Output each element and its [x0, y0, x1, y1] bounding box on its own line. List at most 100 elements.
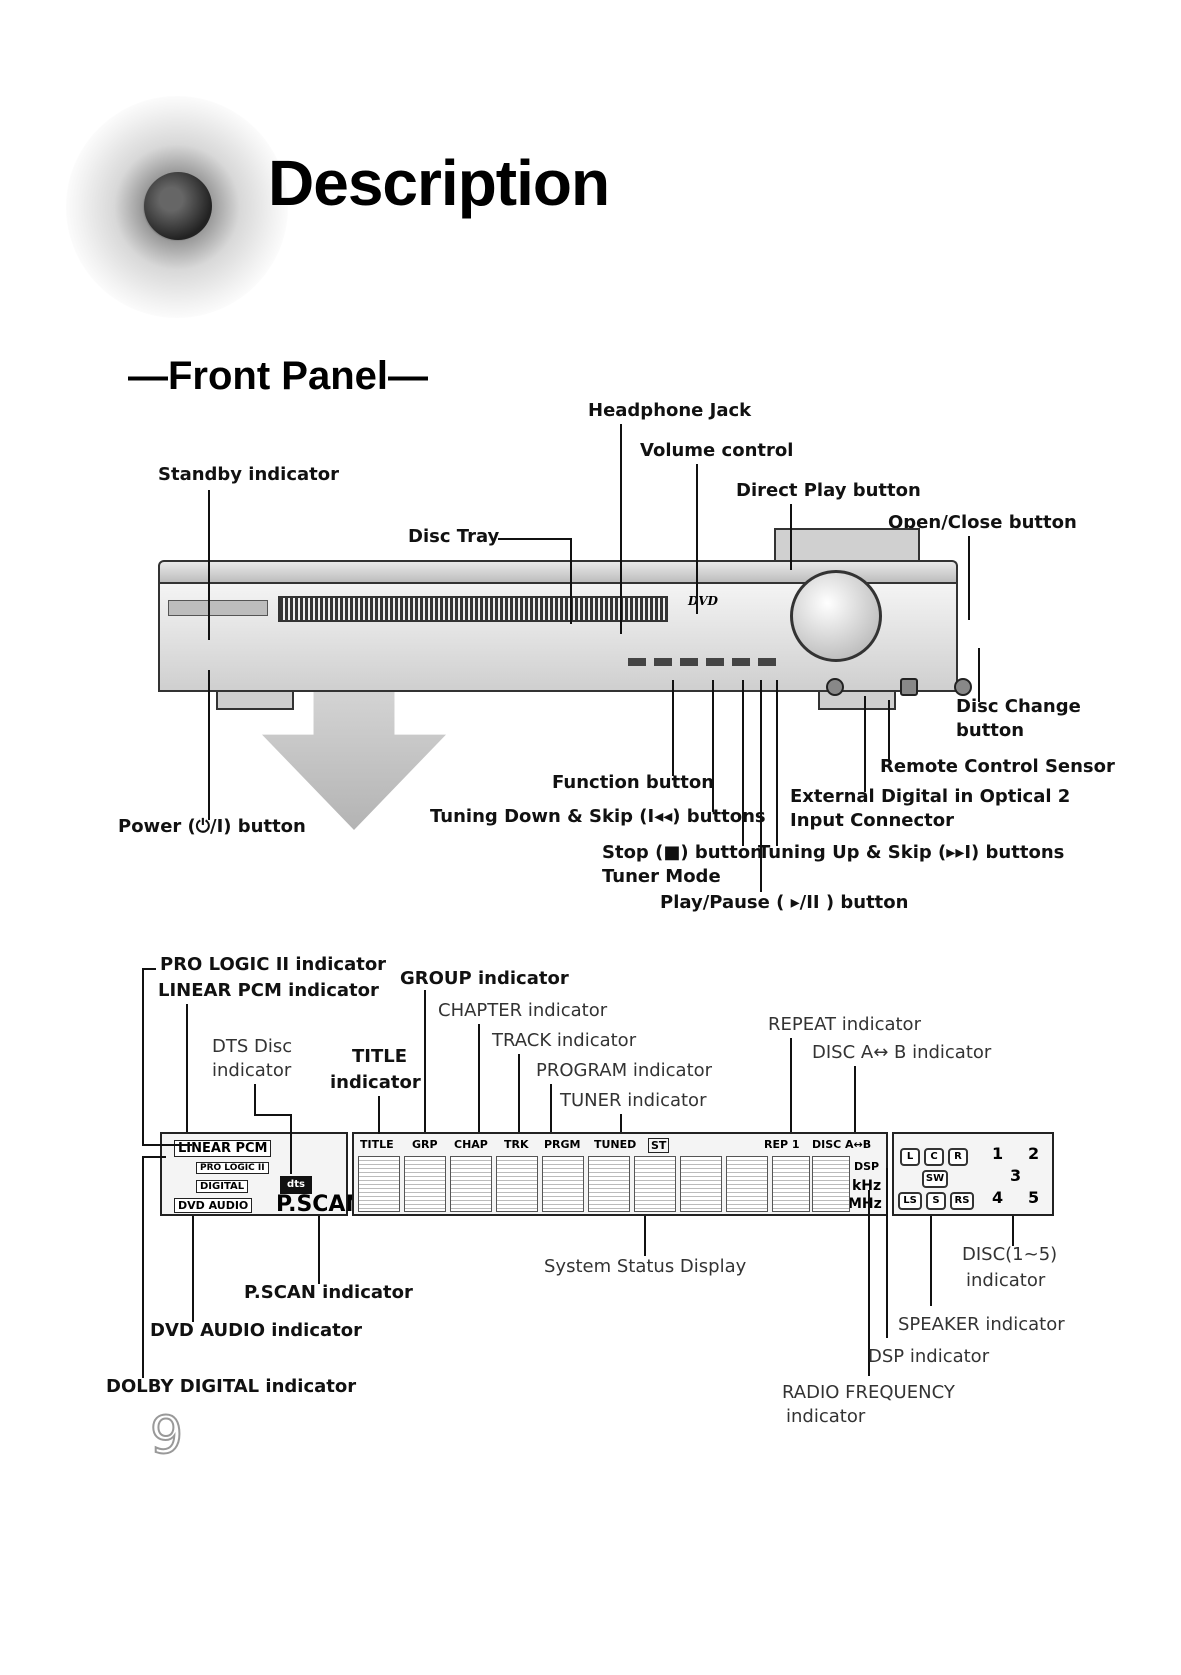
panel-grp: GRP [412, 1138, 438, 1151]
label-title: TITLE [352, 1046, 408, 1067]
panel-pscan: P.SCAN [276, 1192, 364, 1217]
leader-speaker [930, 1216, 932, 1306]
leader-chapter [478, 1024, 480, 1132]
seg-digit-3 [450, 1156, 492, 1212]
front-button-row[interactable] [628, 658, 778, 666]
leader-radio-freq [868, 1190, 870, 1376]
label-dolby-digital: DOLBY DIGITAL indicator [106, 1376, 357, 1397]
disc-hub-graphic [144, 172, 212, 240]
label-external-digital: External Digital in Optical 2 [790, 786, 1071, 807]
leader-function [672, 680, 674, 776]
leader-disc-tray-v [570, 538, 572, 624]
label-group: GROUP indicator [400, 968, 569, 989]
label-standby-indicator: Standby indicator [158, 464, 340, 485]
spk-s: S [926, 1192, 946, 1210]
system-status-display: TITLE GRP CHAP TRK PRGM TUNED ST REP 1 D… [352, 1132, 888, 1216]
leader-headphone [620, 424, 622, 634]
label-tuner: TUNER indicator [560, 1090, 707, 1111]
leader-dts-v2 [290, 1114, 292, 1174]
label-dts-disc: DTS Disc [212, 1036, 293, 1057]
seg-digit-5 [542, 1156, 584, 1212]
label-headphone-jack: Headphone Jack [588, 400, 752, 421]
label-disc-tray: Disc Tray [408, 526, 500, 547]
spk-ls: LS [898, 1192, 922, 1210]
leader-title [378, 1096, 380, 1134]
label-chapter: CHAPTER indicator [438, 1000, 608, 1021]
spk-r: R [948, 1148, 968, 1166]
panel-dsp: DSP [854, 1160, 880, 1173]
disc-num-4: 4 [992, 1188, 1004, 1207]
label-radio-frequency: RADIO FREQUENCY [782, 1382, 955, 1403]
volume-knob[interactable] [790, 570, 882, 662]
format-indicator-panel: LINEAR PCM PRO LOGIC II DIGITAL DVD AUDI… [160, 1132, 364, 1217]
seg-digit-2 [404, 1156, 446, 1212]
label-input-connector: Input Connector [790, 810, 955, 831]
panel-linear-pcm: LINEAR PCM [174, 1140, 272, 1157]
leader-dts-h [254, 1114, 290, 1116]
section-title: —Front Panel— [128, 354, 429, 398]
leader-dts-v [254, 1084, 256, 1116]
label-volume-control: Volume control [640, 440, 794, 461]
leader-open-close [968, 536, 970, 620]
panel-dvd-audio: DVD AUDIO [174, 1198, 253, 1213]
page-title: Description [268, 147, 610, 219]
label-direct-play: Direct Play button [736, 480, 921, 501]
label-disc-ab: DISC A↔ B indicator [812, 1042, 992, 1063]
spk-c: C [924, 1148, 944, 1166]
disc-tray-display [278, 596, 668, 622]
leader-tuning-up [776, 680, 778, 846]
leader-linear-pcm [186, 1004, 188, 1132]
disc-num-3: 3 [1010, 1166, 1022, 1185]
spk-rs: RS [950, 1192, 974, 1210]
panel-dts: dts [280, 1176, 312, 1194]
page-number: 9 [149, 1405, 184, 1467]
panel-st: ST [648, 1138, 670, 1153]
panel-trk: TRK [504, 1138, 529, 1151]
leader-stop [742, 680, 744, 846]
label-dts-disc-2: indicator [212, 1060, 292, 1081]
label-dvd-audio: DVD AUDIO indicator [150, 1320, 362, 1341]
seg-digit-9 [726, 1156, 768, 1212]
panel-pro-logic: PRO LOGIC II [196, 1162, 269, 1174]
leader-dsp [886, 1168, 888, 1338]
spk-l: L [900, 1148, 920, 1166]
label-power-button: Power (⏻/I) button [118, 816, 306, 837]
leader-prologic-v [142, 968, 144, 1144]
panel-rep1: REP 1 [764, 1138, 800, 1151]
label-tuning-up: Tuning Up & Skip (▸▸I) buttons [758, 842, 1065, 863]
label-dsp: DSP indicator [868, 1346, 990, 1367]
label-play-pause: Play/Pause ( ▸/II ) button [660, 892, 909, 913]
leader-tuner [620, 1114, 622, 1132]
panel-chap: CHAP [454, 1138, 488, 1151]
disc-num-1: 1 [992, 1144, 1004, 1163]
optical-input-jack[interactable] [900, 678, 918, 696]
label-function-button: Function button [552, 772, 715, 793]
seg-digit-10 [772, 1156, 810, 1212]
label-pscan: P.SCAN indicator [244, 1282, 413, 1303]
label-linear-pcm: LINEAR PCM indicator [158, 980, 379, 1001]
leader-group [424, 990, 426, 1132]
label-disc-change-2: button [956, 720, 1025, 741]
headphone-jack[interactable] [826, 678, 844, 696]
panel-mhz: MHz [848, 1196, 882, 1212]
leader-direct-play [790, 504, 792, 570]
label-program: PROGRAM indicator [536, 1060, 713, 1081]
panel-prgm: PRGM [544, 1138, 581, 1151]
panel-tuned: TUNED [594, 1138, 637, 1151]
panel-title: TITLE [360, 1138, 394, 1151]
label-track: TRACK indicator [492, 1030, 637, 1051]
unit-foot-left [216, 692, 294, 710]
label-system-status: System Status Display [544, 1256, 747, 1277]
seg-digit-1 [358, 1156, 400, 1212]
top-control-panel [774, 528, 920, 560]
leader-standby [208, 490, 210, 640]
speaker-disc-panel: L C R SW LS S RS 1 2 3 4 5 [892, 1132, 1054, 1216]
leader-disc-ab [854, 1066, 856, 1132]
label-stop-button: Stop (■) button [602, 842, 763, 863]
seg-digit-4 [496, 1156, 538, 1212]
label-disc-1-5-2: indicator [966, 1270, 1046, 1291]
label-open-close: Open/Close button [888, 512, 1077, 533]
label-speaker: SPEAKER indicator [898, 1314, 1065, 1335]
leader-optical [864, 696, 866, 792]
unit-foot-right [818, 692, 896, 710]
